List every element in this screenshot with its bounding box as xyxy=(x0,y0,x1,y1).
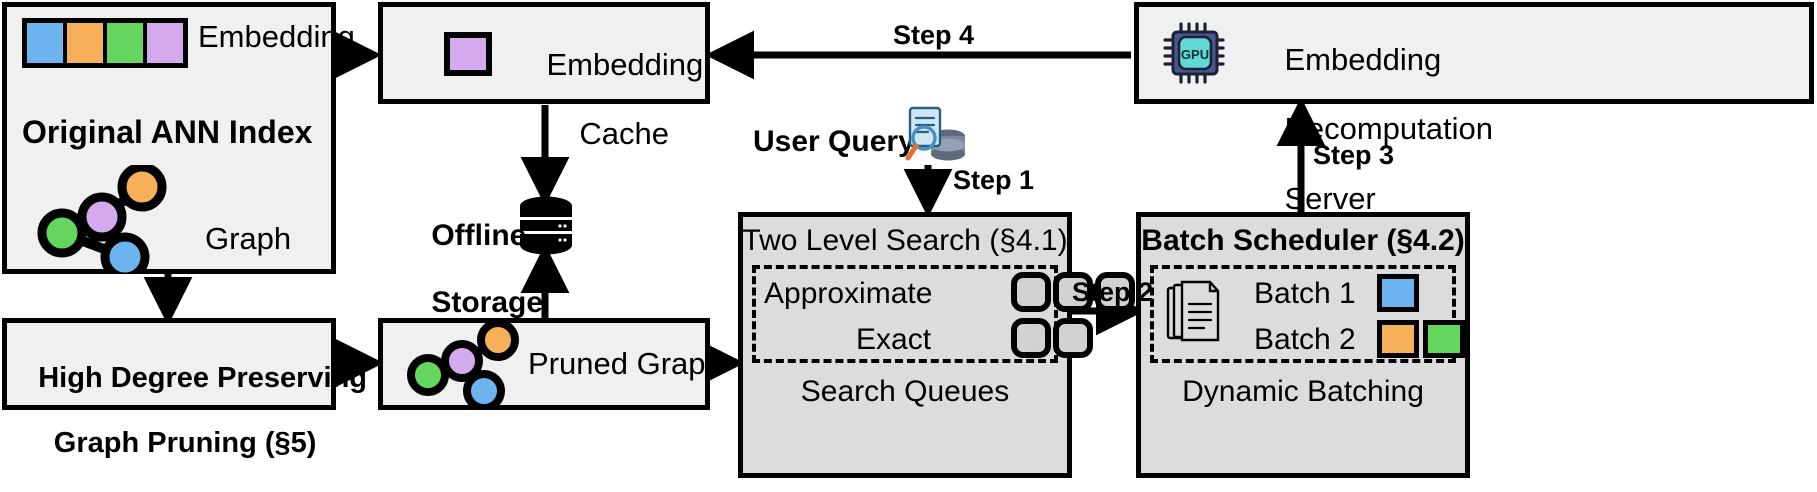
pruned-graph-label: Pruned Graph xyxy=(528,346,723,381)
batch-chip-orange xyxy=(1377,320,1419,358)
batch-chip-blue xyxy=(1377,274,1419,312)
embedding-cell-purple xyxy=(147,23,183,63)
queue-slot[interactable] xyxy=(1053,272,1093,312)
diagram-canvas: Embedding Original ANN Index Graph Embed… xyxy=(2,2,1814,478)
query-search-database-icon xyxy=(905,106,965,161)
recomputation-server-title: Embedding Recomputation Server xyxy=(1250,8,1493,251)
graph-pruning-title-line2: Graph Pruning (§5) xyxy=(53,427,317,460)
embedding-cell-green xyxy=(107,23,147,63)
search-row-exact-slots xyxy=(1011,318,1093,358)
embedding-cache-purple-square-icon xyxy=(444,32,492,76)
embedding-cache-title: Embedding Cache xyxy=(512,13,704,187)
recomputation-server-title-line1: Embedding xyxy=(1284,41,1442,77)
database-cylinder-icon xyxy=(520,196,572,255)
ann-index-graph-figure xyxy=(37,165,167,273)
search-row-exact-label: Exact xyxy=(856,323,932,356)
dynamic-batching-dashed-region xyxy=(1150,265,1456,363)
search-queues-caption: Search Queues xyxy=(800,375,1010,408)
offline-storage-label: Offline Storage xyxy=(398,185,543,353)
graph-label: Graph xyxy=(205,221,292,256)
queue-slot[interactable] xyxy=(1011,318,1051,358)
embedding-swatch-strip xyxy=(22,18,188,68)
graph-pruning-title-line1: High Degree Preserving xyxy=(38,362,368,395)
original-ann-index-title: Original ANN Index xyxy=(22,114,313,150)
graph-pruning-panel xyxy=(2,318,336,410)
user-query-label: User Query xyxy=(753,125,915,158)
recomputation-server-title-line3: Server xyxy=(1284,180,1376,216)
search-row-approximate-slots xyxy=(1011,272,1135,312)
batch-2-label: Batch 2 xyxy=(1254,323,1356,356)
batch-1-label: Batch 1 xyxy=(1254,277,1356,310)
embedding-cache-title-line1: Embedding xyxy=(546,46,704,82)
batch-scheduler-title: Batch Scheduler (§4.2) xyxy=(1141,224,1465,257)
step-4-label: Step 4 xyxy=(893,20,975,50)
batch-2-chips xyxy=(1377,320,1465,358)
step-1-label: Step 1 xyxy=(953,165,1035,195)
pruned-graph-figure xyxy=(407,323,519,407)
search-row-approximate-label: Approximate xyxy=(764,277,933,310)
step-3-label: Step 3 xyxy=(1313,140,1395,170)
recomputation-server-panel xyxy=(1134,2,1814,104)
recomputation-server-title-line2: Recomputation xyxy=(1284,111,1493,147)
graph-pruning-title: High Degree Preserving Graph Pruning (§5… xyxy=(6,330,367,492)
batch-1-chips xyxy=(1377,274,1419,312)
queue-slot[interactable] xyxy=(1053,318,1093,358)
search-queues-dashed-region xyxy=(752,265,1058,363)
queue-slot[interactable] xyxy=(1011,272,1051,312)
queue-slot[interactable] xyxy=(1095,272,1135,312)
step-2-label: Step 2 xyxy=(1072,277,1154,307)
embedding-cell-blue xyxy=(27,23,67,63)
embedding-cache-panel xyxy=(378,2,710,104)
gpu-chip-icon: GPU xyxy=(1163,22,1225,84)
offline-storage-label-line1: Offline xyxy=(431,218,527,252)
offline-storage-label-line2: Storage xyxy=(431,285,544,319)
dynamic-batching-caption: Dynamic Batching xyxy=(1182,375,1424,408)
embedding-cell-orange xyxy=(67,23,107,63)
embedding-label: Embedding xyxy=(198,19,355,54)
embedding-cache-title-line2: Cache xyxy=(579,116,670,152)
svg-text:GPU: GPU xyxy=(1181,47,1209,62)
two-level-search-title: Two Level Search (§4.1) xyxy=(742,224,1068,257)
documents-stack-icon xyxy=(1166,280,1220,342)
batch-chip-green xyxy=(1423,320,1465,358)
